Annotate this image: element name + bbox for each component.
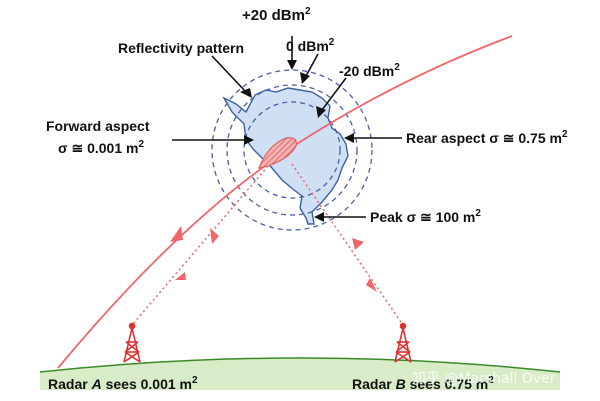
trajectory-arrow	[170, 226, 183, 242]
radar-b-tower	[394, 322, 412, 363]
ring-zero	[226, 84, 358, 216]
pointer-arrows	[172, 36, 402, 222]
label-reflectivity-pattern: Reflectivity pattern	[118, 40, 244, 56]
ring-minus20	[243, 101, 341, 199]
aircraft	[258, 137, 297, 169]
radar-a-arrow-out	[210, 228, 219, 244]
watermark: 知乎 @Marshall Over	[412, 370, 556, 387]
ground	[40, 358, 560, 390]
label-radar-b: Radar B sees 0.75 m2	[352, 375, 494, 392]
radar-a-tower	[123, 322, 141, 363]
radar-b-beam	[291, 163, 404, 326]
radar-a-arrow-back	[175, 272, 186, 280]
label-forward-aspect-sigma: σ ≅ 0.001 m2	[58, 139, 144, 156]
ring-plus20	[211, 69, 373, 231]
label-forward-aspect: Forward aspect	[46, 118, 150, 134]
ground-line	[39, 357, 561, 373]
label-zero-dbm: 0 dBm2	[286, 37, 335, 54]
radar-b-arrow-out	[352, 238, 364, 250]
radar-a-beam	[131, 165, 269, 326]
radar-b-arrow-back	[366, 278, 377, 292]
label-minus20-dbm: -20 dBm2	[339, 62, 400, 79]
label-plus20-dbm: +20 dBm2	[242, 6, 311, 24]
label-rear-aspect: Rear aspect σ ≅ 0.75 m2	[406, 129, 568, 146]
label-peak: Peak σ ≅ 100 m2	[370, 208, 481, 225]
label-radar-a: Radar A sees 0.001 m2	[48, 375, 198, 392]
